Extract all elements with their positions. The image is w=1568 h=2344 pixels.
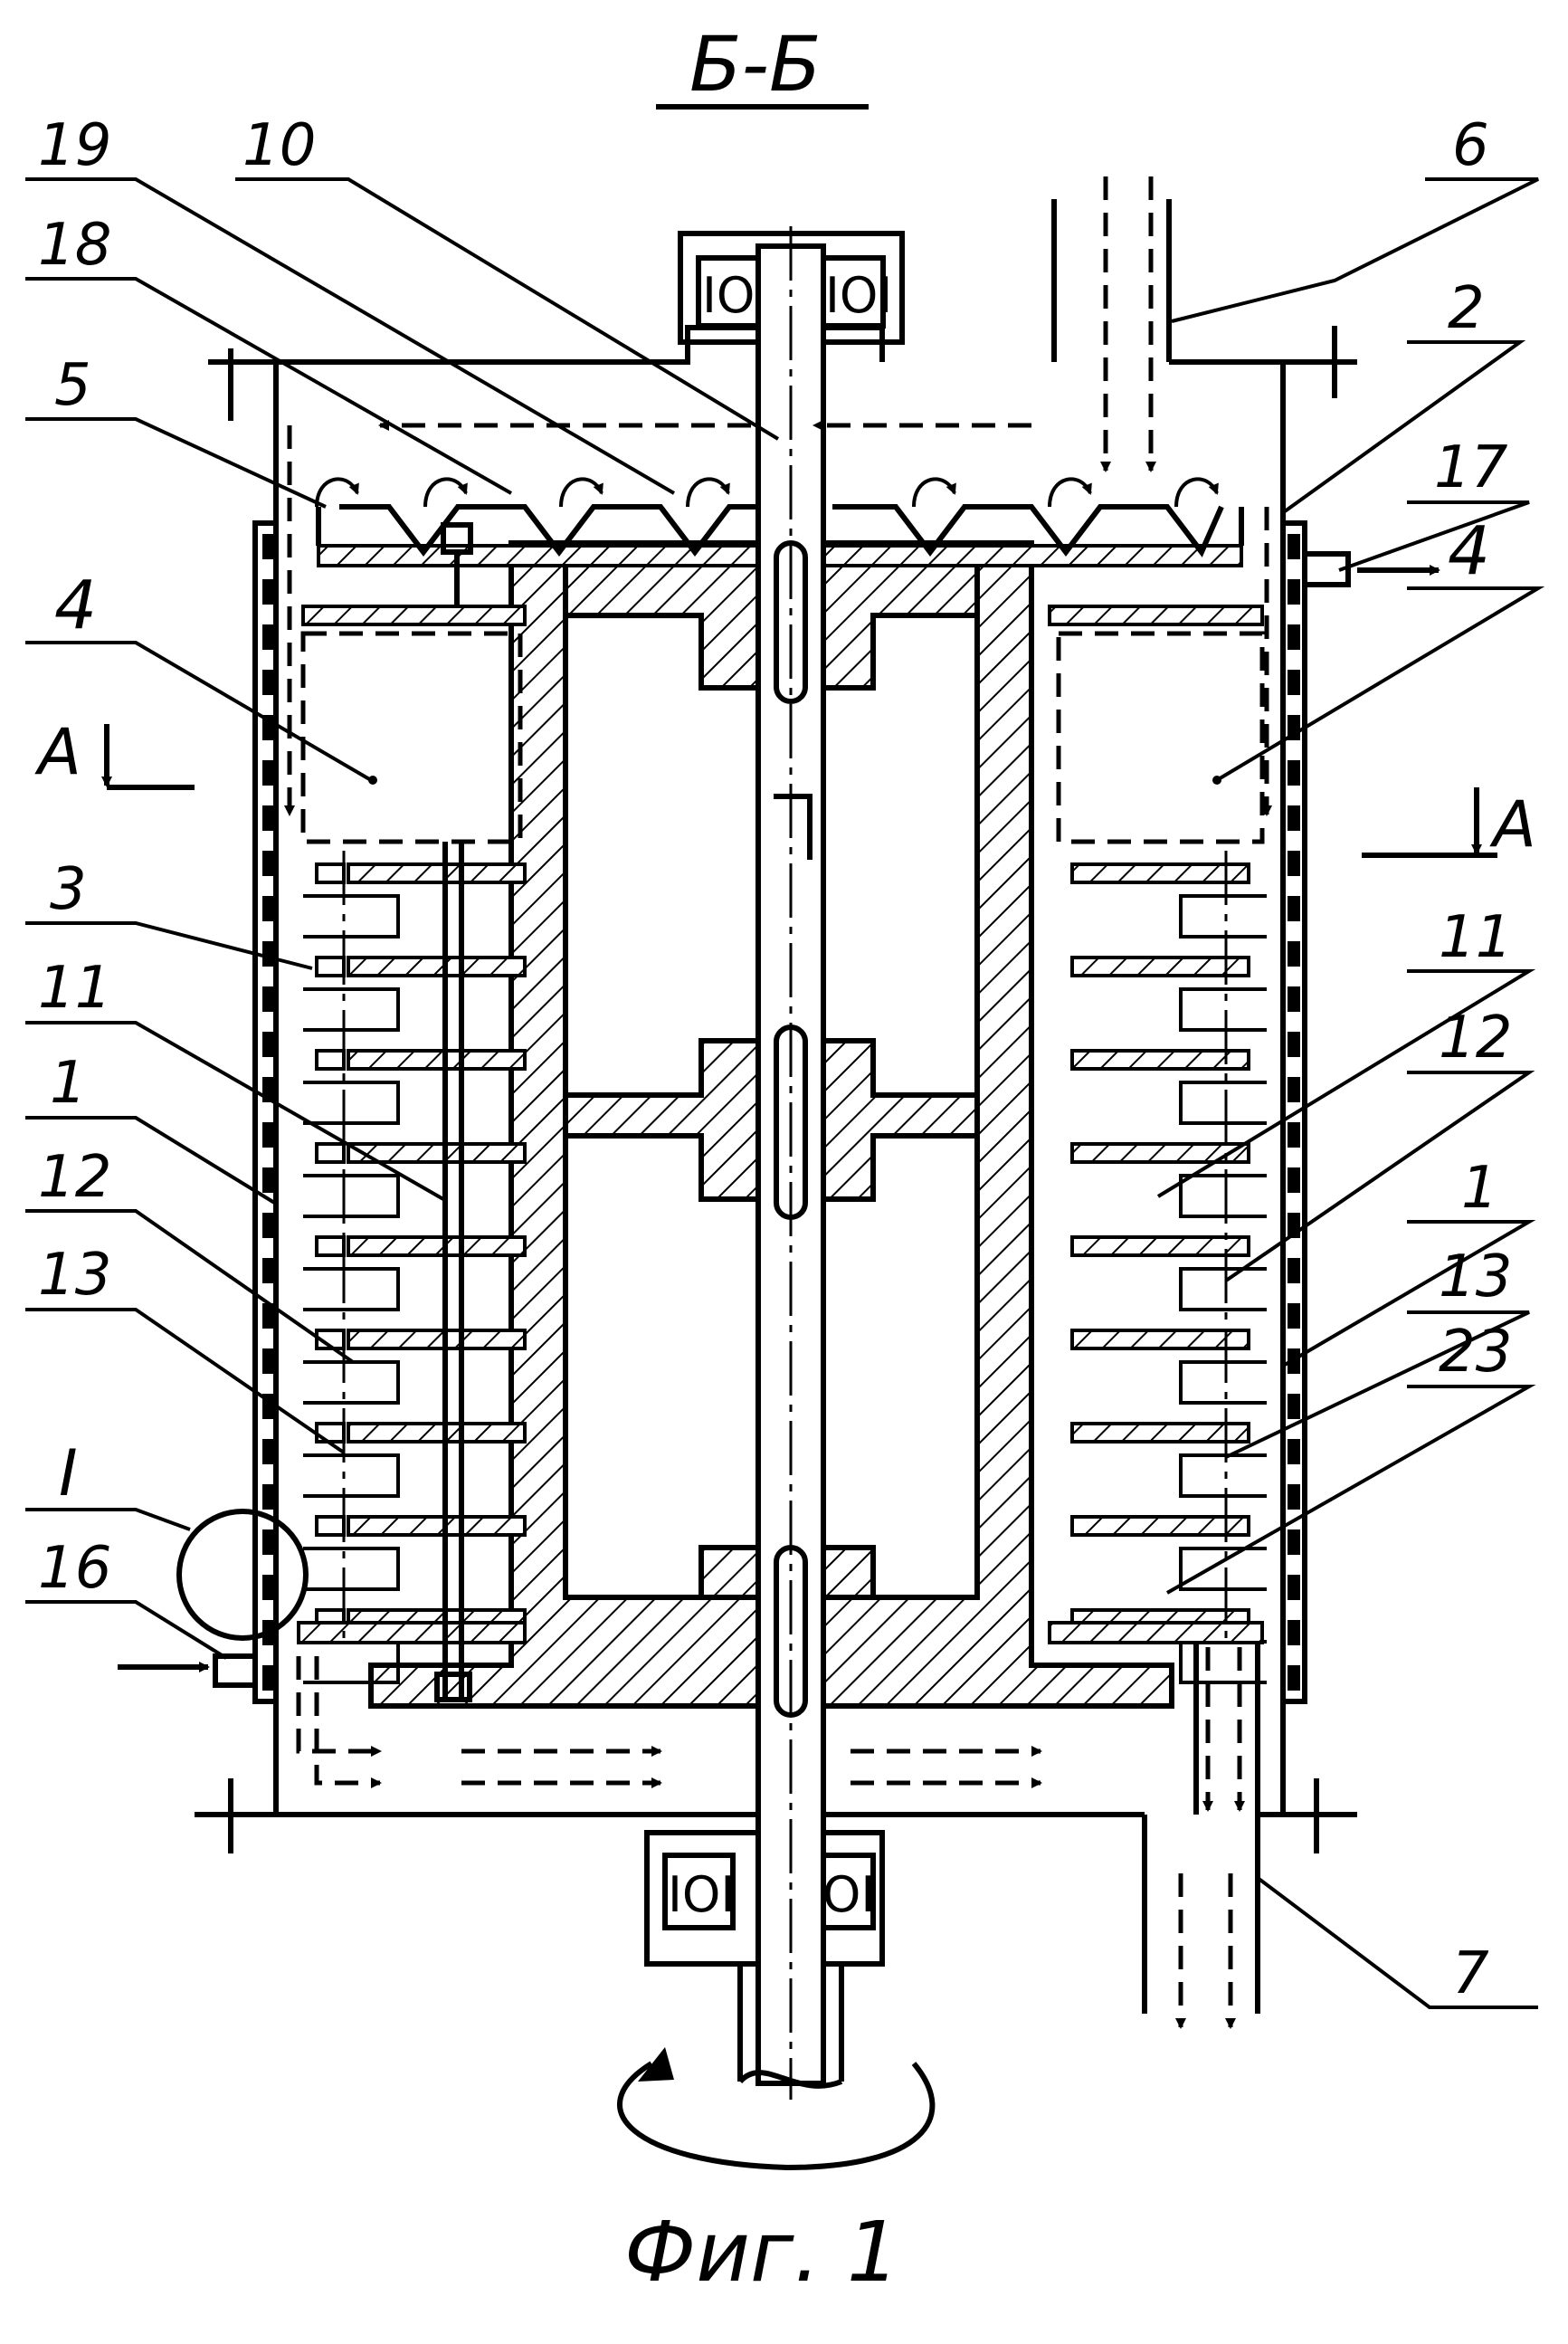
left-plate: [348, 1330, 525, 1348]
right-plate: [1072, 1424, 1249, 1442]
leader-17: [1339, 502, 1529, 570]
jacket-left: [255, 523, 276, 1701]
left-spacer: [303, 1269, 398, 1310]
label-13-left: 13: [38, 1242, 111, 1309]
right-spacer: [1181, 1362, 1267, 1403]
rotation-arrow-head: [638, 2047, 674, 2082]
bearing-bottom-balls-left: IOI: [668, 1866, 735, 1923]
label-16: 16: [38, 1535, 111, 1602]
label-1-right: 1: [1461, 1155, 1498, 1222]
right-plate: [1072, 1330, 1249, 1348]
label-18: 18: [38, 212, 111, 279]
label-2: 2: [1448, 275, 1485, 342]
left-plate: [348, 864, 525, 882]
left-plate-lip: [317, 1051, 344, 1069]
label-13-right: 13: [1439, 1243, 1512, 1310]
label-19: 19: [38, 112, 111, 179]
left-spacer: [303, 896, 398, 937]
left-spacer: [303, 989, 398, 1030]
right-spacer: [1181, 1176, 1267, 1216]
left-plate-lip: [317, 1424, 344, 1442]
leader-18: [25, 279, 511, 493]
left-spacer: [303, 1548, 398, 1589]
section-title-text: Б-Б: [689, 20, 822, 109]
label-11-right: 11: [1439, 904, 1512, 971]
left-plate-lip: [317, 1237, 344, 1255]
vane-arrow-7: [1176, 479, 1217, 507]
leader-16: [25, 1602, 226, 1658]
label-10: 10: [242, 112, 316, 179]
leader-7: [1258, 1878, 1538, 2007]
right-plate: [1072, 1051, 1249, 1069]
label-6: 6: [1452, 112, 1489, 179]
vane-arrow-1: [317, 479, 357, 507]
right-spacer: [1181, 1082, 1267, 1123]
bearing-top-balls-right: IOI: [825, 267, 892, 324]
left-spacer: [303, 1455, 398, 1496]
left-plate-lip: [317, 1517, 344, 1535]
section-mark-right: [1362, 787, 1497, 855]
left-spacer: [303, 1362, 398, 1403]
left-plate-lip: [317, 1144, 344, 1162]
label-7: 7: [1452, 1940, 1489, 2007]
right-spacer: [1181, 989, 1267, 1030]
label-3: 3: [50, 856, 87, 923]
label-12-left: 12: [38, 1144, 111, 1211]
right-spacer: [1181, 1455, 1267, 1496]
label-11-left: 11: [38, 955, 111, 1022]
label-I: I: [59, 1436, 78, 1510]
right-top-plate: [1050, 606, 1262, 624]
leader-23: [1167, 1386, 1529, 1593]
fitting-16: [215, 1656, 255, 1685]
left-plate-lip: [317, 958, 344, 976]
right-chamber-4: [1059, 634, 1262, 842]
left-top-plate: [303, 606, 525, 624]
right-plate: [1072, 958, 1249, 976]
right-plate: [1072, 1517, 1249, 1535]
label-5: 5: [54, 352, 91, 419]
leader-19: [25, 179, 674, 493]
left-plate: [348, 1424, 525, 1442]
left-plate-lip: [317, 864, 344, 882]
detail-circle-I: [179, 1511, 306, 1638]
left-plate: [348, 958, 525, 976]
right-plate: [1072, 1237, 1249, 1255]
left-plate-stack: [299, 606, 525, 1700]
leader-13-left: [25, 1310, 344, 1453]
left-spacer: [303, 1176, 398, 1216]
left-plate: [348, 1237, 525, 1255]
section-title: Б-Б: [656, 20, 869, 109]
section-mark-left: [107, 724, 195, 787]
vane-arrow-4: [688, 479, 728, 507]
right-plate: [1072, 864, 1249, 882]
right-spacer: [1181, 1548, 1267, 1589]
label-4-right: 4: [1448, 512, 1490, 590]
right-bottom-plate: [1050, 1623, 1262, 1643]
label-23: 23: [1439, 1319, 1512, 1386]
figure-caption: Фиг. 1: [624, 2204, 899, 2301]
left-chamber-4: [303, 634, 520, 842]
vane-arrow-3: [561, 479, 602, 507]
left-spacer: [303, 1082, 398, 1123]
label-4-left: 4: [54, 567, 97, 644]
vane-arrow-2: [425, 479, 466, 507]
label-A-left: А: [34, 715, 81, 789]
label-1-left: 1: [50, 1050, 87, 1117]
leader-I: [25, 1510, 190, 1529]
left-bottom-plate: [299, 1623, 525, 1643]
right-spacer: [1181, 1269, 1267, 1310]
left-plate: [348, 1517, 525, 1535]
right-spacer: [1181, 896, 1267, 937]
label-17: 17: [1434, 434, 1508, 501]
vane-arrow-5: [914, 479, 955, 507]
label-A-right: А: [1489, 787, 1536, 862]
left-plate: [348, 1051, 525, 1069]
leader-5: [25, 419, 326, 507]
label-12-right: 12: [1439, 1005, 1512, 1072]
flow-bottom-left-1: [299, 1656, 380, 1751]
vane-arrow-6: [1050, 479, 1090, 507]
